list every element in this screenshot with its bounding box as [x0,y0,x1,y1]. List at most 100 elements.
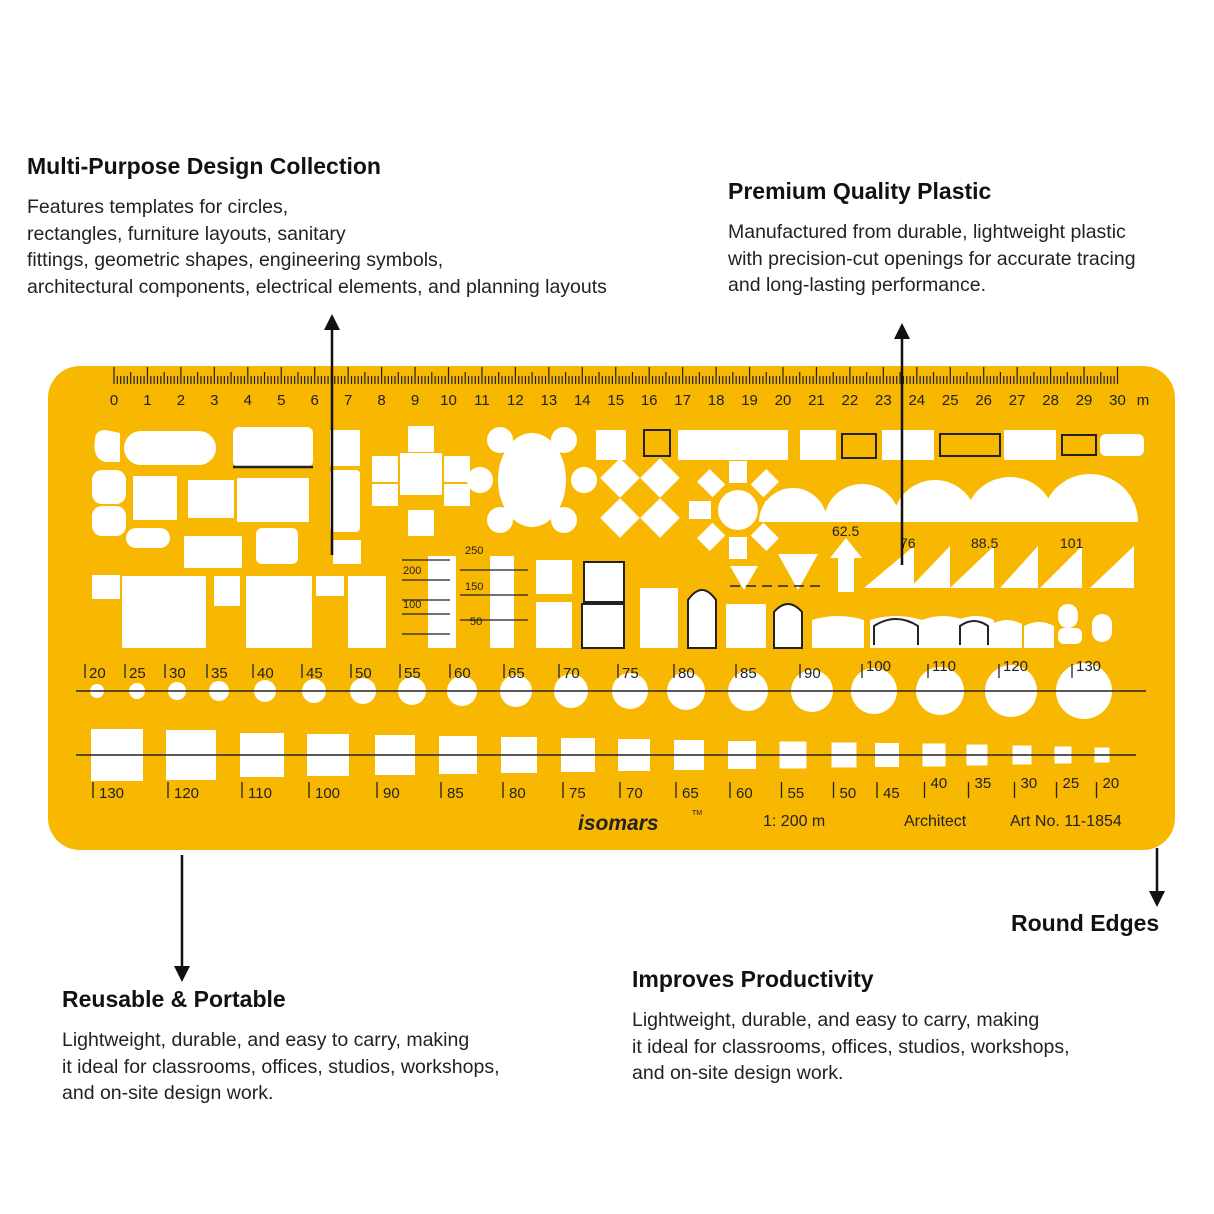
stencil-cutout [372,484,398,506]
stencil-cutout [640,458,680,498]
stencil-cutout [94,430,120,462]
stencil-cutout [316,576,344,596]
outline-mark [939,433,1001,457]
square-label: 20 [1103,775,1120,792]
stencil-cutout [893,480,977,522]
stencil-cutout [718,490,758,530]
stencil-cutout [126,528,170,548]
stencil-cutout [922,616,964,648]
ruler-label: 30 [1109,392,1126,409]
stencil-cutout [696,468,726,498]
stencil-cutout [233,427,313,467]
callout-line: and long-lasting performance. [728,274,986,296]
stencil-cutout [92,506,126,536]
stencil-cutout [687,589,717,649]
stencil-cutout [256,528,298,564]
stencil-cutout [372,456,398,482]
callout-line: rectangles, furniture layouts, sanitary [27,222,346,245]
stencil-cutout [330,430,360,466]
callout-title: Reusable & Portable [62,986,286,1012]
ruler-ticks [113,367,1119,384]
stencil-cutout [726,604,766,648]
stencil-cutout [246,576,312,648]
stencil-cutout [1090,546,1134,588]
callout-line: Lightweight, durable, and easy to carry,… [632,1009,1040,1031]
ruler-label: 26 [975,392,992,409]
stencil-cutout [92,470,126,504]
arc-label: 101 [1060,535,1084,551]
stencil-cutout [133,476,177,520]
outline-mark [959,620,989,645]
stencil-cutout [1004,430,1056,460]
stencil-cutout [408,426,434,452]
circle-label: 100 [866,658,891,675]
ruler-label: 5 [277,392,285,409]
circle-label: 35 [211,665,228,682]
circle-label: 90 [804,665,821,682]
circle-label: 45 [306,665,323,682]
ruler-label: 17 [674,392,691,409]
circle-label: 120 [1003,658,1028,675]
stencil-cutout [184,536,242,568]
callout-line: Manufactured from durable, lightweight p… [728,221,1126,243]
shelf-label: 50 [470,616,482,628]
stencil-cutout [1042,474,1138,522]
art-number: Art No. 11-1854 [1010,813,1122,830]
stencil-cutout [571,467,597,493]
stencil-cutout [750,522,780,552]
stencil-cutout [640,588,678,648]
square-label: 30 [1021,775,1038,792]
stencil-cutout [467,467,493,493]
stencil-cutout [536,602,572,648]
callout-title: Improves Productivity [632,966,874,992]
ruler-label: 10 [440,392,457,409]
stencil-cutout [92,575,120,599]
square-label: 40 [931,775,948,792]
stencil-cutout [870,616,922,648]
stencil-cutout [729,461,747,483]
ruler-unit: m [1137,392,1150,409]
stencil-cutout [581,603,625,649]
ruler-label: 13 [541,392,558,409]
ruler-label: 18 [708,392,725,409]
stencil-cutout [910,546,950,588]
type-label: Architect [904,813,967,830]
square-label: 90 [383,785,400,802]
ruler-label: 22 [842,392,859,409]
ruler-label: 12 [507,392,524,409]
stencil-cutout [400,453,442,495]
stencil-cutout [1024,622,1054,648]
callout-body: Features templates for circles, rectangl… [27,194,607,300]
stencil-cutout [778,554,818,590]
ruler-label: 20 [775,392,792,409]
shelf-label: 150 [465,581,483,593]
ruler-label: 29 [1076,392,1093,409]
ruler-label: 0 [110,392,118,409]
callout-title: Round Edges [1011,910,1160,936]
square-label: 100 [315,785,340,802]
callout-line: with precision-cut openings for accurate… [728,247,1136,270]
stencil-cutout [237,478,309,522]
brand-logo: isomars [578,812,659,835]
stencil-cutout [824,484,900,522]
callout-line: Lightweight, durable, and easy to carry,… [62,1029,470,1051]
stencil-cutout [487,507,513,533]
ruler-label: 8 [377,392,385,409]
outline-mark [643,429,671,457]
callout-multi-purpose: Multi-Purpose Design Collection Features… [27,153,607,300]
ruler-label: 16 [641,392,658,409]
outline-mark [1061,434,1097,456]
stencil-cutout [428,556,456,648]
ruler-label: 9 [411,392,419,409]
ruler-label: 11 [474,392,490,409]
stencil-cutout [992,620,1022,648]
square-label: 70 [626,785,643,802]
callout-line: Features templates for circles, [27,196,289,218]
stencil-cutout [830,538,862,592]
callout-body: Manufactured from durable, lightweight p… [728,219,1136,299]
stencil-cutout [678,430,788,460]
stencil-cutout [444,484,470,506]
stencil-cutouts [90,426,1144,781]
square-label: 120 [174,785,199,802]
